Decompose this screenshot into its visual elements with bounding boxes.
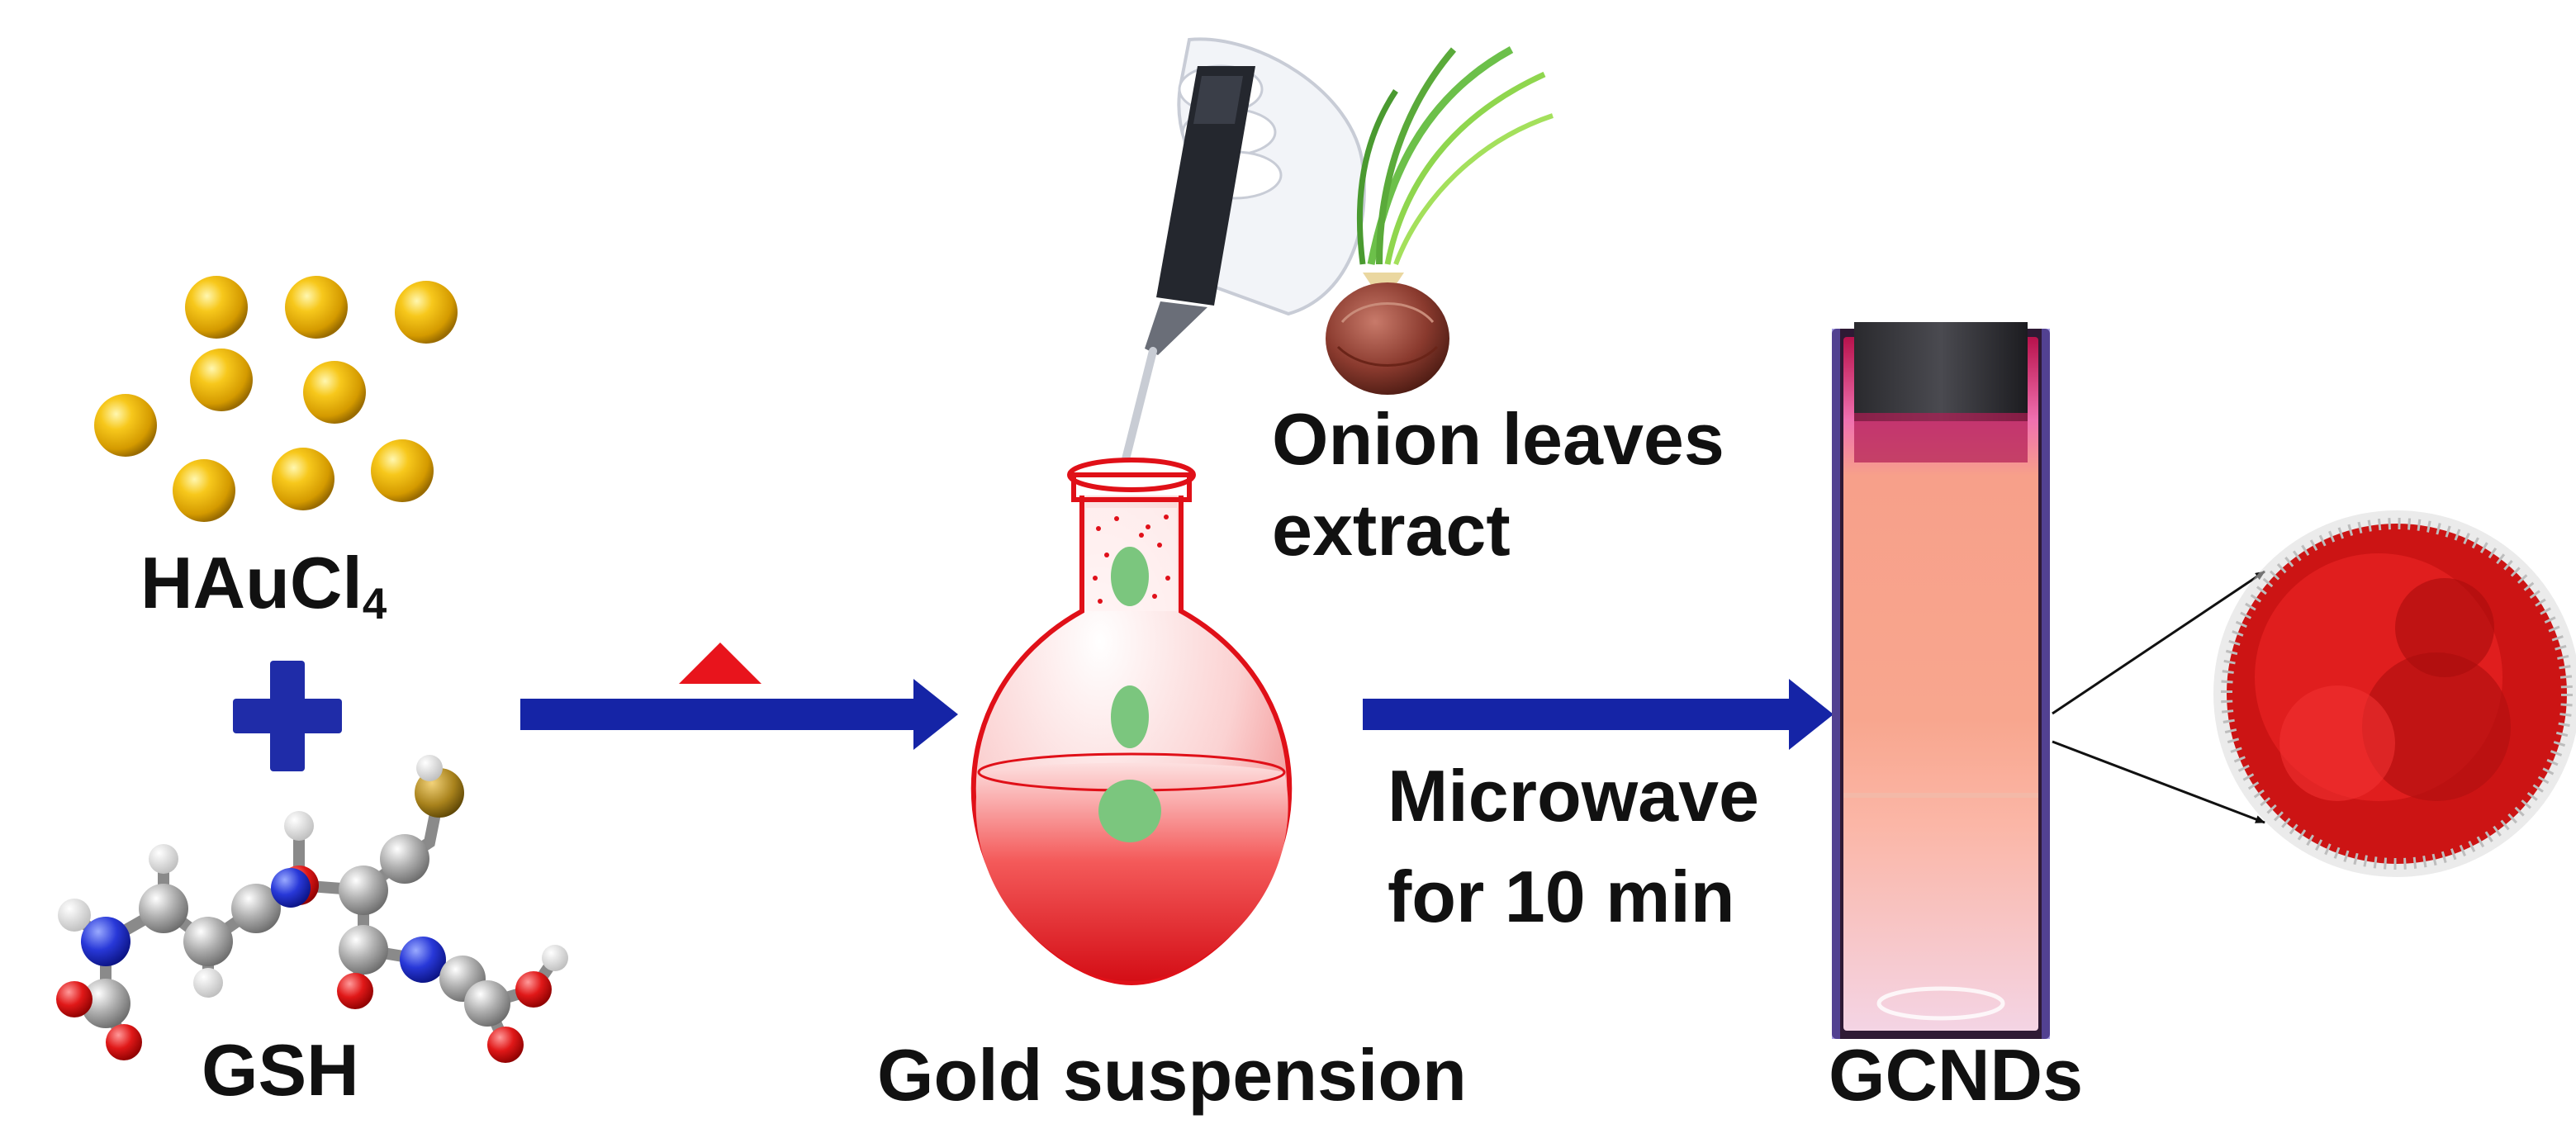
plus-sign [233, 661, 342, 771]
gold-atom [94, 394, 157, 457]
round-bottom-flask [970, 458, 1293, 986]
label-gcnds: GCNDs [1829, 1034, 2084, 1116]
gcnd-nanodot [2213, 510, 2576, 877]
gold-precursor-atoms [94, 276, 458, 522]
gold-atom [395, 281, 458, 344]
zoom-pointer-lines [2052, 570, 2265, 824]
gold-atom [185, 276, 248, 339]
pipette-hand-illustration [1121, 37, 1366, 467]
fluorescent-cuvette [1832, 322, 2050, 1039]
droplet [1111, 547, 1149, 606]
label-gold-suspension: Gold suspension [877, 1034, 1467, 1116]
label-gsh: GSH [202, 1029, 359, 1111]
label-duration: for 10 min [1388, 856, 1735, 937]
gsh-molecule [56, 755, 568, 1063]
heat-triangle-icon [679, 643, 761, 684]
label-microwave: Microwave [1388, 755, 1759, 837]
gold-atom [272, 448, 334, 510]
gold-atom [190, 349, 253, 411]
label-onion-leaves: Onion leaves [1272, 398, 1724, 480]
droplet [1098, 780, 1161, 842]
gold-atom [285, 276, 348, 339]
reaction-arrow-2 [1363, 679, 1834, 750]
droplet [1111, 685, 1149, 748]
gold-atom [173, 459, 235, 522]
gold-atom [303, 361, 366, 424]
reaction-arrow-1 [520, 679, 958, 750]
label-extract: extract [1272, 489, 1511, 571]
gold-atom [371, 439, 434, 502]
label-haucl4: HAuCl4 [140, 542, 387, 629]
onion-illustration [1326, 46, 1554, 395]
